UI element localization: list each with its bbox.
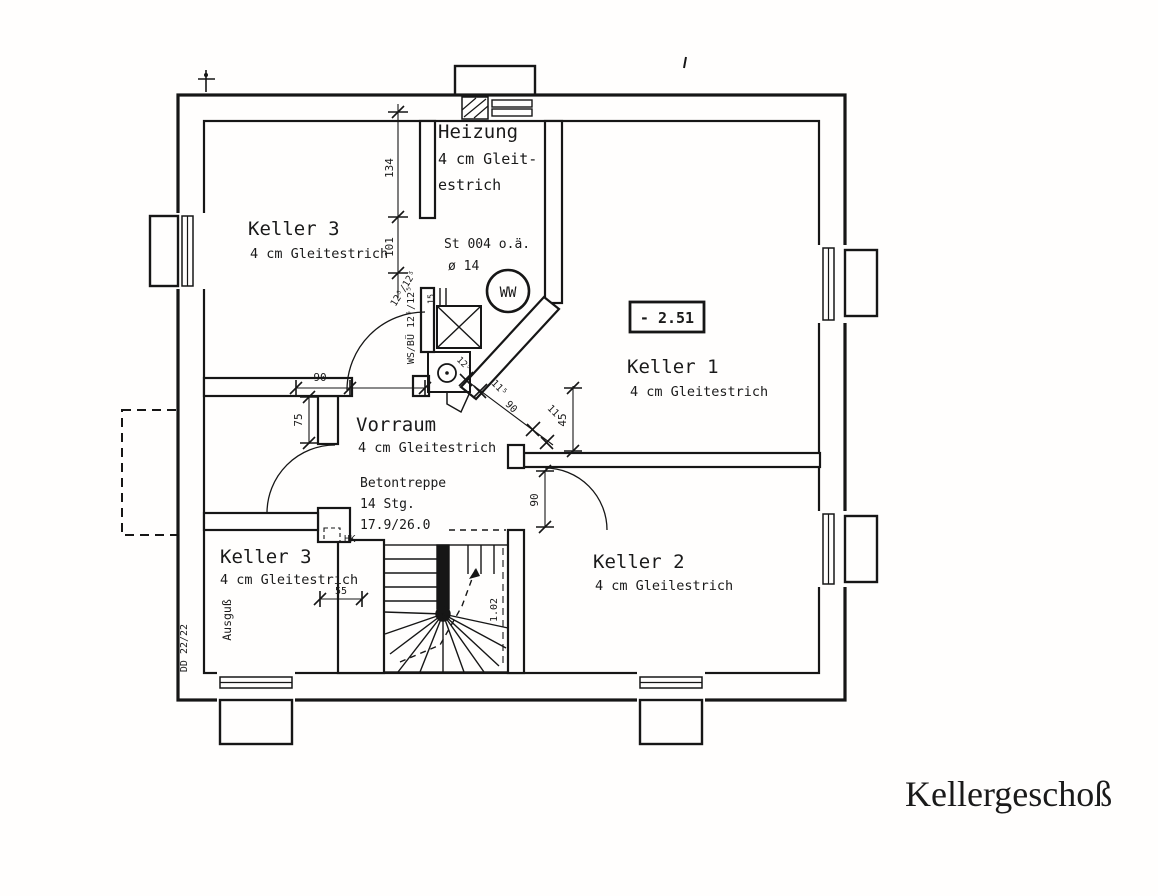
room-vorraum-name: Vorraum	[356, 414, 436, 436]
level-marker: - 2.51	[628, 300, 706, 334]
basement-windows	[121, 214, 879, 746]
window-left	[148, 214, 194, 288]
window-right-top	[822, 247, 879, 321]
chimney-type-label: St 004 o.ä.	[444, 237, 530, 252]
dim-door-90-top: 90	[313, 371, 326, 384]
room-keller2-floor: 4 cm Gleilestrich	[595, 578, 733, 594]
stair-label-1: Betontreppe	[360, 476, 446, 491]
chimney-diameter-label: ø 14	[448, 259, 479, 274]
room-keller1-floor: 4 cm Gleitestrich	[630, 384, 768, 400]
room-keller3-bottom-floor: 4 cm Gleitestrich	[220, 572, 358, 588]
dim-diag-90: 90	[503, 399, 519, 415]
drawing-title: Kellergeschoß	[905, 774, 1112, 814]
survey-mark	[198, 70, 215, 92]
dim-102: 1.02	[489, 598, 500, 622]
dim-door-90-k2: 90	[528, 493, 541, 506]
wall-keller2-west	[506, 528, 526, 675]
wall-diagonal	[459, 295, 561, 401]
room-heizung-floor2: estrich	[438, 176, 501, 194]
chimney-shaft	[436, 288, 482, 349]
lintel-label: WS/BÜ 12⁵/12⁵	[404, 286, 417, 364]
room-keller3-bottom-name: Keller 3	[220, 546, 312, 568]
stair-label-2: 14 Stg.	[360, 497, 415, 512]
wall-vorraum-west-stub	[316, 394, 340, 446]
wall-keller3b-north	[202, 511, 320, 532]
room-vorraum-floor: 4 cm Gleitestrich	[358, 440, 496, 456]
room-heizung-floor1: 4 cm Gleit-	[438, 150, 537, 168]
door-arc-keller3-bottom	[266, 444, 336, 514]
chimney-vent-block	[453, 64, 537, 120]
door-arc-keller3-top	[346, 311, 426, 391]
wall-keller1-west	[543, 119, 564, 305]
room-labels: Keller 3 4 cm Gleitestrich Heizung 4 cm …	[179, 121, 768, 672]
window-bottom-middle	[638, 676, 704, 746]
wall-keller3t-south	[202, 376, 354, 398]
north-tick	[683, 56, 687, 69]
dim-15: 15	[427, 294, 437, 304]
duct-label: DD 22/22	[179, 624, 190, 672]
dim-45: 45	[556, 413, 569, 426]
ww-label: WW	[500, 285, 517, 301]
door-arcs	[266, 311, 608, 531]
dim-door-75: 75	[292, 413, 305, 426]
ww-boiler: WW	[485, 268, 531, 314]
room-keller3-top-floor: 4 cm Gleitestrich	[250, 246, 388, 262]
stair-label-3: 17.9/26.0	[360, 518, 430, 533]
room-heizung-name: Heizung	[438, 121, 518, 143]
sink-label: Ausguß	[220, 599, 234, 641]
dim-101: 101	[383, 237, 396, 257]
level-value: - 2.51	[640, 309, 694, 327]
light-well-dashed	[121, 409, 179, 536]
radiator-label: HK	[344, 534, 356, 545]
stairs	[323, 527, 509, 673]
room-keller2-name: Keller 2	[593, 551, 685, 573]
room-keller3-top-name: Keller 3	[248, 218, 340, 240]
dim-134: 134	[383, 158, 396, 178]
wall-keller2-west-nib	[506, 443, 526, 470]
wall-heizung-west-upper	[418, 119, 437, 220]
wall-vorraum-corner	[316, 506, 352, 544]
wall-stair-west	[336, 538, 386, 675]
window-right-bottom	[822, 513, 879, 585]
radiator-mark	[323, 527, 341, 543]
floor-drain-block	[427, 351, 472, 414]
dimension-lines	[289, 104, 582, 668]
window-bottom-left	[218, 676, 294, 746]
window-gaps	[175, 213, 848, 703]
door-arc-keller2	[544, 467, 608, 531]
dim-55: 55	[335, 586, 347, 597]
room-keller1-name: Keller 1	[627, 356, 719, 378]
